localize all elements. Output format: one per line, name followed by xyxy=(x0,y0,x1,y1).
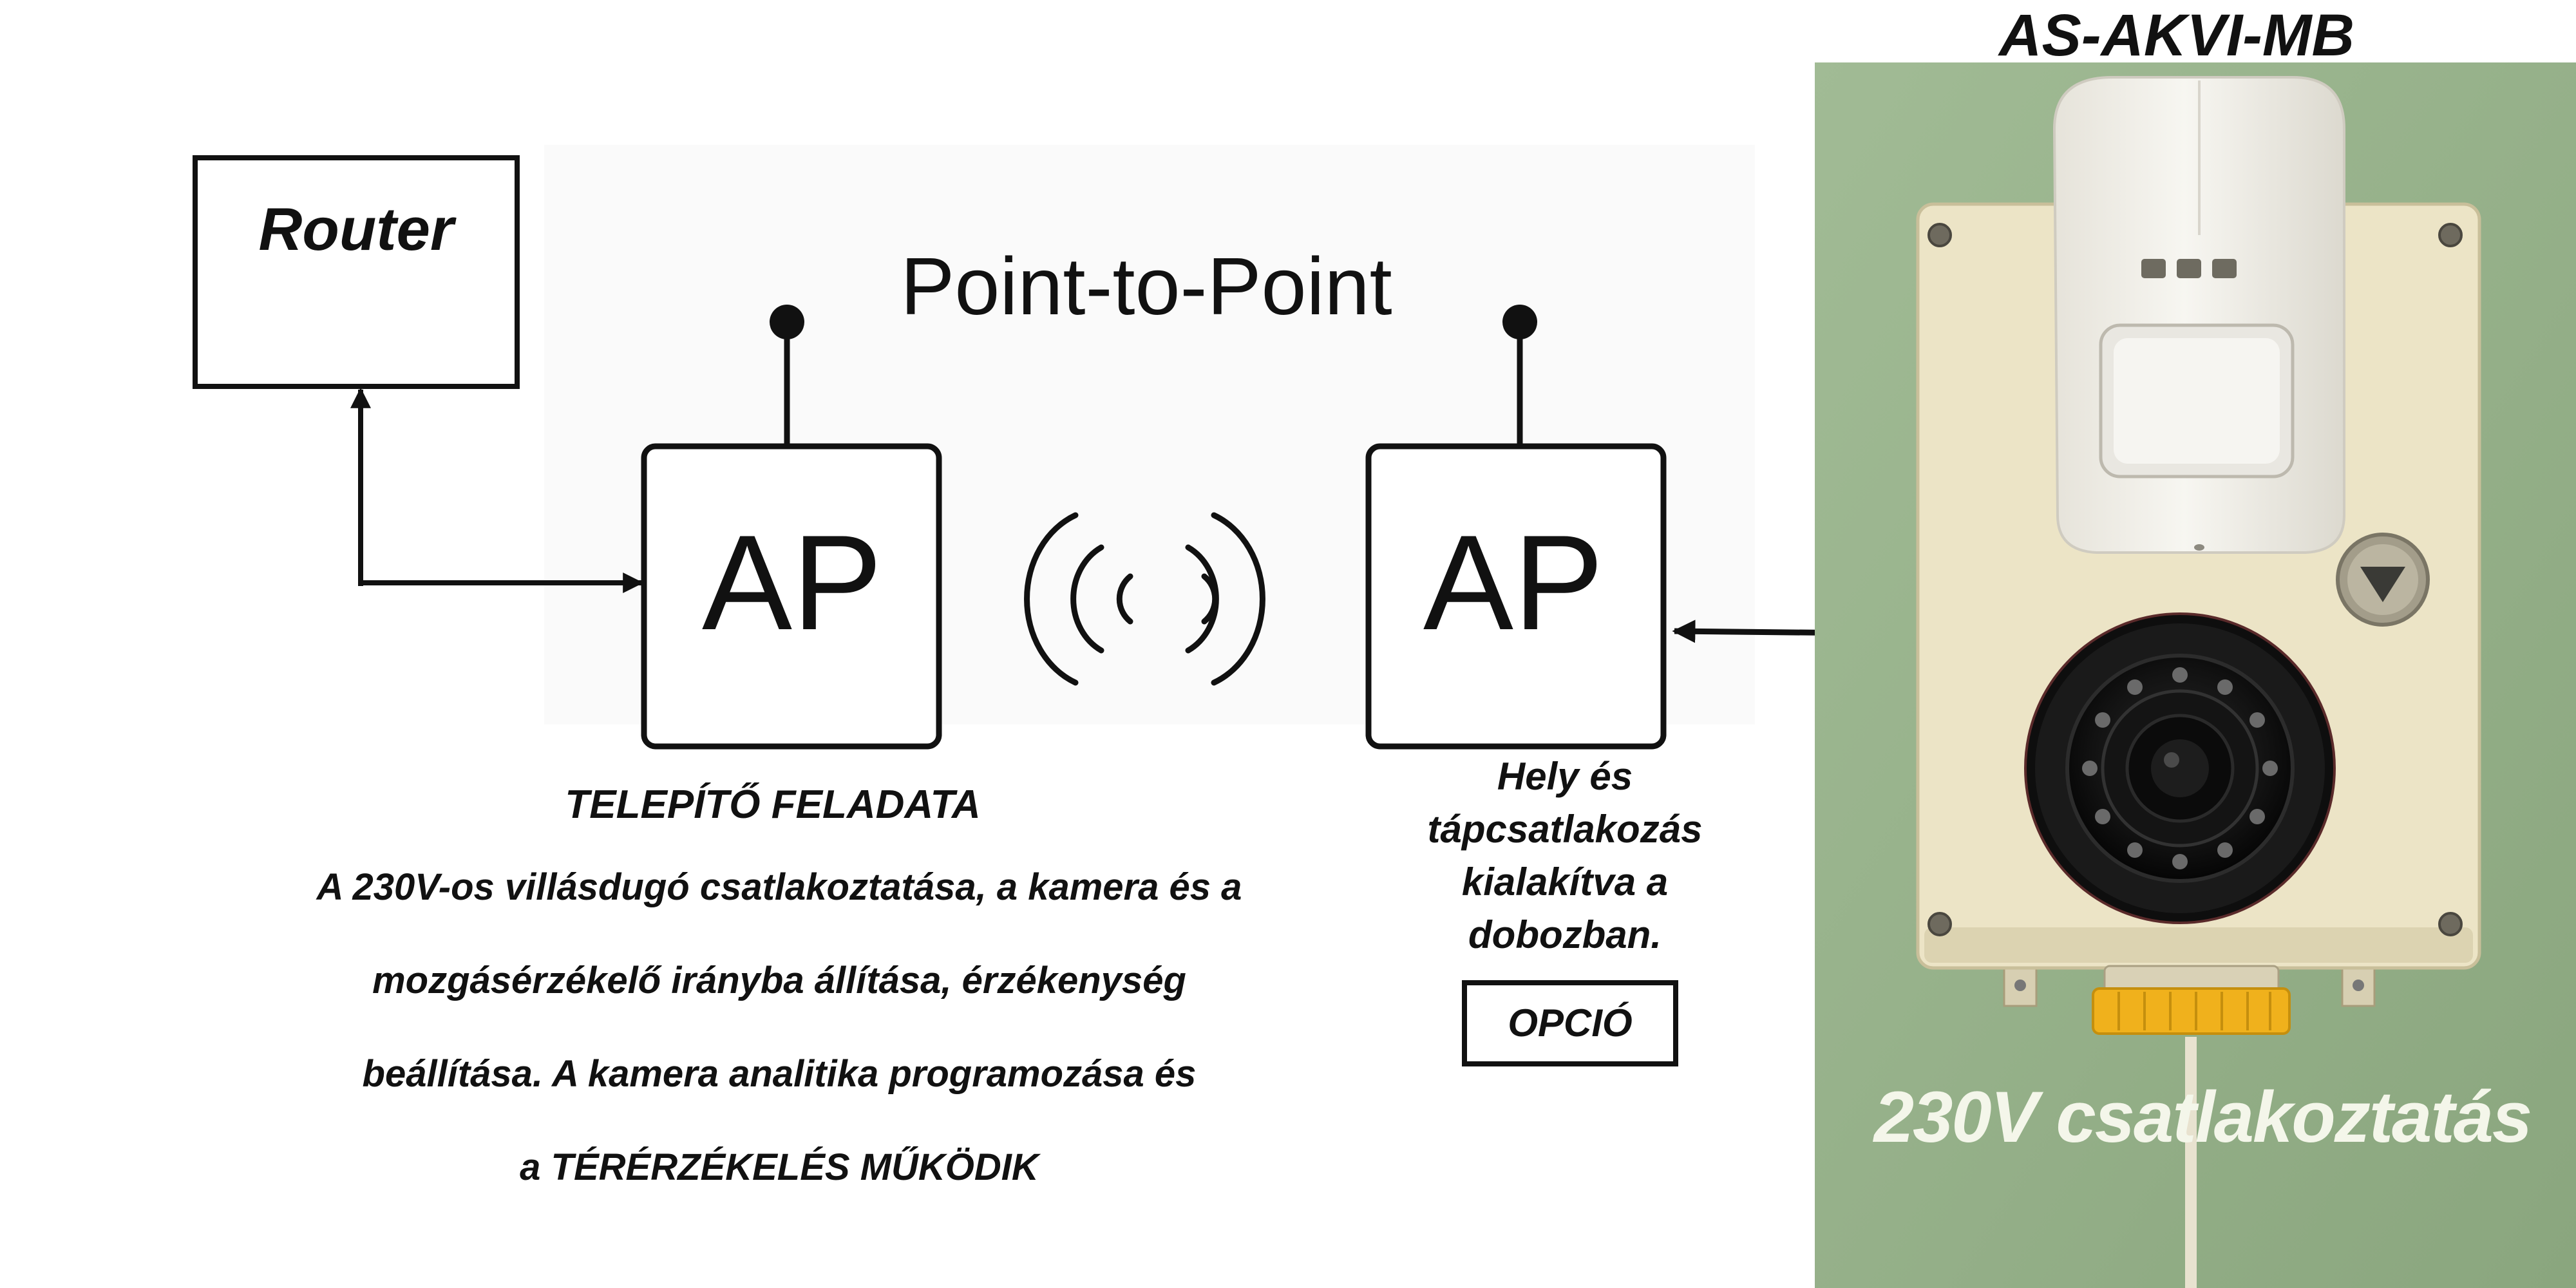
power-cable xyxy=(2185,1037,2197,1288)
ap-box-right xyxy=(1365,443,1667,750)
installer-line: mozgásérzékelő irányba állítása, érzéken… xyxy=(372,960,1186,1001)
ap-label-right: AP xyxy=(1423,507,1604,658)
wireless-signal-icon xyxy=(1024,512,1265,686)
antenna-tip-right xyxy=(1502,305,1537,339)
down-arrow-button-icon xyxy=(2336,533,2430,627)
placement-line: tápcsatlakozás xyxy=(1427,808,1703,851)
placement-line: dobozban. xyxy=(1468,913,1662,956)
cable-gland xyxy=(2092,965,2291,1035)
ap-box-left xyxy=(641,443,942,750)
product-title: AS-AKVI-MB xyxy=(1999,3,2354,68)
installer-line: a TÉRÉRZÉKELÉS MŰKÖDIK xyxy=(520,1146,1039,1188)
installer-line: beállítása. A kamera analitika programoz… xyxy=(362,1053,1197,1095)
camera-dome xyxy=(2024,612,2336,924)
connection-label: 230V csatlakoztatás xyxy=(1873,1077,2532,1157)
ap-label-left: AP xyxy=(701,507,883,658)
placement-line: kialakítva a xyxy=(1461,860,1669,904)
antenna-tip-left xyxy=(770,305,804,339)
motion-sensor xyxy=(2052,76,2345,554)
placement-text: Hely és tápcsatlakozás kialakítva a dobo… xyxy=(1372,750,1758,961)
option-label: OPCIÓ xyxy=(1462,980,1678,1066)
link-title: Point-to-Point xyxy=(900,241,1392,332)
screws xyxy=(1927,223,2463,936)
installer-line: A 230V-os villásdugó csatlakoztatása, a … xyxy=(316,866,1242,908)
installer-text: A 230V-os villásdugó csatlakoztatása, a … xyxy=(167,840,1391,1214)
installer-title: TELEPÍTŐ FELADATA xyxy=(565,782,981,827)
enclosure-shadow xyxy=(1924,927,2473,963)
router-box xyxy=(193,155,520,389)
router-label: Router xyxy=(258,195,454,263)
placement-line: Hely és xyxy=(1497,755,1633,798)
